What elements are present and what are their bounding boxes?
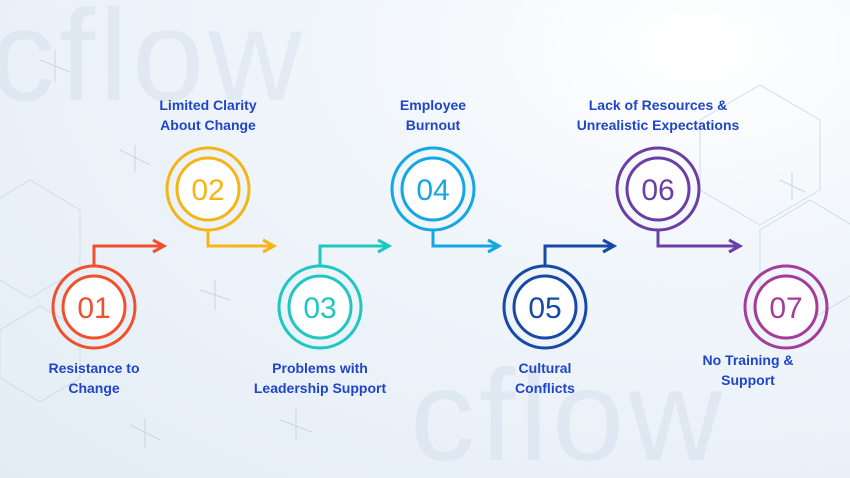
step-number: 06 [641,174,674,207]
step-inner-ring [175,156,241,222]
step-label-03: Problems with Leadership Support [253,360,387,396]
step-number: 04 [416,174,449,207]
arrow-head-icon [602,238,618,254]
step-number: 03 [303,292,336,325]
arrow-head-icon [728,238,744,254]
step-node-01: 01 [51,264,137,350]
step-inner-ring [287,274,353,340]
connector-line-04 [431,230,497,248]
step-outer-ring [165,146,251,232]
step-inner-ring [625,156,691,222]
step-label-07: No Training & Support [702,352,794,388]
step-inner-ring [753,274,819,340]
connector-arrows [92,230,744,266]
arrow-head-icon [487,238,503,254]
connector-line-03 [318,244,387,266]
arrow-head-icon [152,238,168,254]
step-outer-ring [615,146,701,232]
step-node-07: 07 [743,264,829,350]
connector-line-05 [543,244,612,266]
step-label-01: Resistance to Change [48,360,140,396]
step-inner-ring [61,274,127,340]
step-outer-ring [743,264,829,350]
watermark-logo-top: cflow [0,0,307,128]
step-number: 02 [191,174,224,207]
step-label-02: Limited Clarity About Change [159,97,257,133]
step-node-06: 06 [615,146,701,232]
connector-line-01 [92,244,162,266]
step-outer-ring [502,264,588,350]
step-node-04: 04 [390,146,476,232]
connector-line-06 [656,230,738,248]
step-label-06: Lack of Resources & Unrealistic Expectat… [576,97,740,133]
step-node-05: 05 [502,264,588,350]
watermark-logo-bottom: cflow [410,342,727,478]
step-label-05: Cultural Conflicts [515,360,575,396]
connector-line-02 [206,230,272,248]
step-outer-ring [51,264,137,350]
step-number: 05 [528,292,561,325]
step-node-02: 02 [165,146,251,232]
step-inner-ring [512,274,578,340]
arrow-head-icon [377,238,393,254]
step-node-03: 03 [277,264,363,350]
arrow-head-icon [262,238,278,254]
step-nodes: 01 02 03 04 05 06 07 [51,146,829,350]
step-outer-ring [390,146,476,232]
step-number: 07 [769,292,802,325]
step-number: 01 [77,292,110,325]
step-label-04: Employee Burnout [399,97,467,133]
step-outer-ring [277,264,363,350]
step-inner-ring [400,156,466,222]
